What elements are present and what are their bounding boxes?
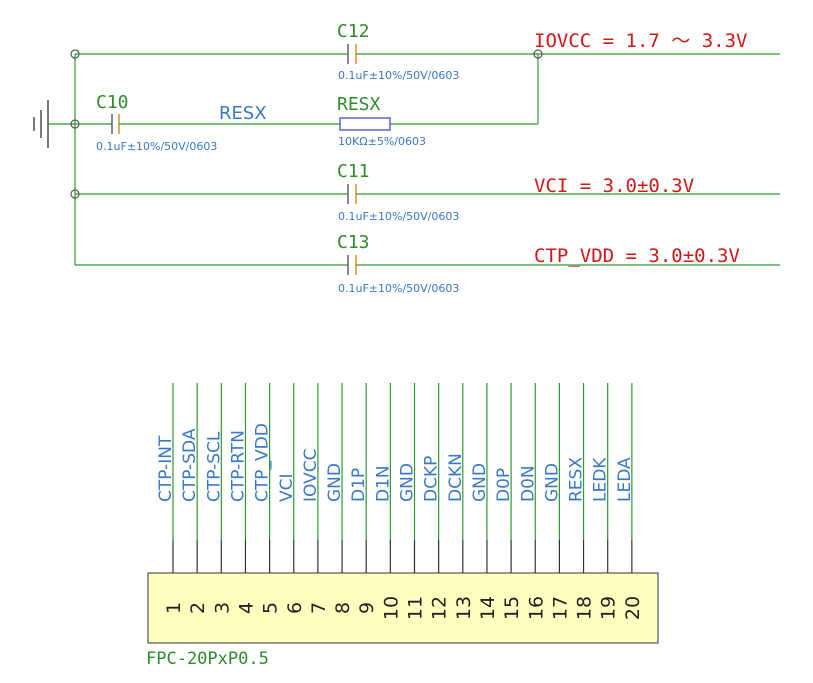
pin-name-label: LEDK (591, 457, 611, 502)
c12-ref-label: C12 (337, 21, 370, 42)
c12-branch (75, 44, 780, 64)
pin-number-label: 2 (187, 602, 209, 614)
pin-number-label: 18 (574, 596, 596, 620)
ground-symbol (33, 100, 75, 148)
fpc-pin-4: CTP-RTN 4 (228, 383, 257, 614)
fpc-pin-1: CTP-INT 1 (156, 383, 185, 614)
pin-name-label: GND (325, 463, 345, 502)
c13-branch (75, 255, 780, 275)
resistor-value-label: 10KΩ±5%/0603 (338, 135, 426, 148)
pin-number-label: 13 (453, 596, 475, 620)
pin-number-label: 16 (525, 596, 547, 620)
fpc-pin-6: VCI 6 (277, 383, 306, 614)
fpc-pin-3: CTP-SCL 3 (204, 383, 233, 614)
resx-net-label: RESX (219, 103, 267, 124)
pin-name-label: CTP-RTN (228, 430, 248, 502)
fpc-pin-16: D0N 16 (518, 383, 547, 620)
pin-name-label: D1P (349, 468, 369, 502)
fpc-pin-7: IOVCC 7 (301, 383, 330, 614)
fpc-pin-8: GND 8 (325, 383, 354, 614)
pin-number-label: 1 (163, 602, 185, 614)
pin-name-label: CTP-SDA (180, 428, 200, 502)
vci-net-label: VCI = 3.0±0.3V (534, 175, 694, 197)
ctp-vdd-net-label: CTP_VDD = 3.0±0.3V (534, 245, 740, 267)
fpc-pin-15: D0P 15 (494, 383, 523, 620)
pin-number-label: 17 (549, 596, 571, 620)
pin-name-label: DCKN (446, 453, 466, 502)
fpc-pins: CTP-INT 1 CTP-SDA 2 CTP-SCL 3 CTP-RTN 4 CTP_VDD 5… (156, 383, 644, 620)
pin-number-label: 9 (356, 602, 378, 614)
pin-name-label: GND (542, 463, 562, 502)
fpc-pin-12: DCKP 12 (422, 383, 451, 620)
pin-number-label: 5 (260, 602, 282, 614)
fpc-pin-17: GND 17 (542, 383, 571, 620)
pin-name-label: CTP_VDD (253, 423, 273, 502)
fpc-pin-9: D1P 9 (349, 383, 378, 614)
c11-ref-label: C11 (337, 161, 370, 182)
pin-name-label: LEDA (615, 457, 635, 502)
pin-number-label: 20 (622, 596, 644, 620)
pin-name-label: D0P (494, 468, 514, 502)
pin-name-label: D0N (518, 465, 538, 502)
c10-value-label: 0.1uF±10%/50V/0603 (96, 140, 217, 153)
fpc-pin-13: DCKN 13 (446, 383, 475, 620)
pin-number-label: 19 (598, 596, 620, 620)
pin-number-label: 12 (429, 596, 451, 620)
c10-ref-label: C10 (96, 92, 129, 113)
fpc-pin-19: LEDK 19 (591, 383, 620, 620)
c11-branch (75, 184, 780, 204)
connector-name-label: FPC-20PxP0.5 (146, 649, 269, 669)
fpc-pin-11: GND 11 (398, 383, 427, 620)
c13-value-label: 0.1uF±10%/50V/0603 (338, 282, 459, 295)
fpc-pin-5: CTP_VDD 5 (253, 383, 282, 614)
fpc-pin-2: CTP-SDA 2 (180, 383, 209, 614)
fpc-connector-body (147, 572, 659, 644)
resistor-ref-label: RESX (337, 94, 381, 115)
pin-name-label: IOVCC (301, 449, 321, 502)
pin-number-label: 4 (235, 602, 257, 614)
pin-name-label: CTP-INT (156, 435, 176, 502)
pin-number-label: 6 (284, 602, 306, 614)
pin-name-label: D1N (373, 465, 393, 502)
pin-number-label: 8 (332, 602, 354, 614)
c10-resistor-branch (75, 114, 538, 134)
resistor-body (339, 117, 391, 131)
fpc-pin-10: D1N 10 (373, 383, 402, 620)
pin-name-label: DCKP (422, 456, 442, 502)
pin-number-label: 14 (477, 596, 499, 620)
fpc-pin-18: RESX 18 (567, 383, 596, 620)
c11-value-label: 0.1uF±10%/50V/0603 (338, 210, 459, 223)
pin-number-label: 10 (380, 596, 402, 620)
pin-name-label: GND (398, 463, 418, 502)
pin-number-label: 11 (405, 596, 427, 620)
pin-number-label: 3 (211, 602, 233, 614)
iovcc-net-label: IOVCC = 1.7 ～ 3.3V (534, 30, 747, 52)
pin-number-label: 7 (308, 602, 330, 614)
fpc-pin-14: GND 14 (470, 383, 499, 620)
pin-name-label: VCI (277, 473, 297, 502)
pin-name-label: GND (470, 463, 490, 502)
fpc-pin-20: LEDA 20 (615, 383, 644, 620)
pin-name-label: CTP-SCL (204, 431, 224, 502)
pin-name-label: RESX (567, 457, 587, 502)
c13-ref-label: C13 (337, 232, 370, 253)
c12-value-label: 0.1uF±10%/50V/0603 (338, 69, 459, 82)
pin-number-label: 15 (501, 596, 523, 620)
